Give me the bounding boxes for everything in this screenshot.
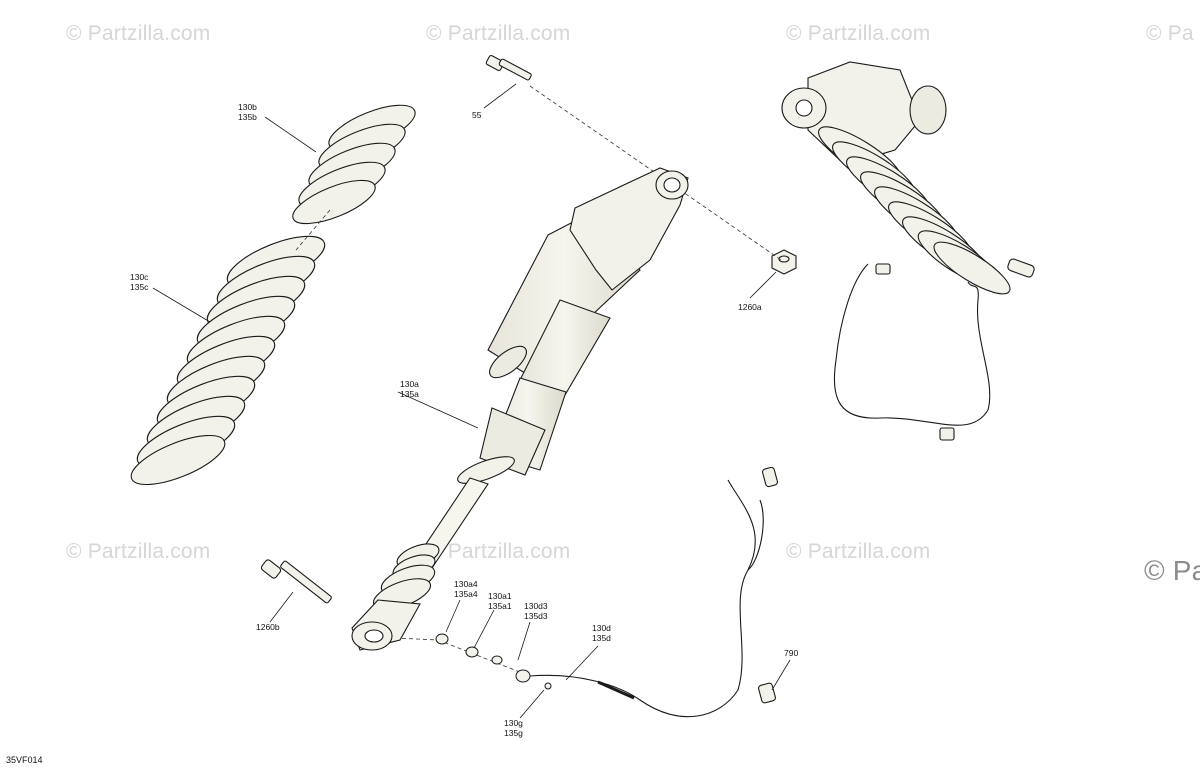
watermark-text: © Partzilla.com [66,540,211,563]
assembled-shock-view [781,61,1035,441]
upper-spring-part [292,104,416,225]
callout-130b[interactable]: 130b 135b [238,102,257,122]
watermark-text: © Partzilla.com [786,540,931,563]
part-number: 135a [400,389,419,399]
part-number: 130b [238,102,257,112]
part-number: 130a1 [488,591,512,601]
part-number: 130a [400,379,419,389]
callout-leader-lines [152,83,791,719]
part-number: 130a4 [454,579,478,589]
callout-130a1[interactable]: 130a1 135a1 [488,591,512,611]
callout-130d[interactable]: 130d 135d [592,623,611,643]
bolt-55-part [485,54,532,81]
watermark-text: © Partzilla.com [66,22,211,45]
callout-1260b[interactable]: 1260b [256,622,280,632]
callout-790[interactable]: 790 [784,648,798,658]
watermark-text: © Pa [1146,22,1194,45]
callout-55[interactable]: 55 [472,110,481,120]
part-number: 130c [130,272,149,282]
callout-1260a[interactable]: 1260a [738,302,762,312]
bolt-1260b-part [260,559,332,604]
callout-130d3[interactable]: 130d3 135d3 [524,601,548,621]
part-number: 130g [504,718,523,728]
callout-130a[interactable]: 130a 135a [400,379,419,399]
lower-spring-part [130,235,326,486]
sensor-cable-part [529,466,779,718]
shock-absorber-part [351,167,689,651]
callout-130g[interactable]: 130g 135g [504,718,523,738]
part-number: 55 [472,110,482,120]
part-number: 135g [504,728,523,738]
watermark-text: © Partzilla.com [426,540,571,563]
part-number: 1260b [256,622,280,632]
part-number: 135a1 [488,601,512,611]
small-hardware-parts [435,633,552,690]
callout-130c[interactable]: 130c 135c [130,272,148,292]
part-number: 790 [784,648,799,658]
part-number: 135a4 [454,589,478,599]
part-number: 135d [592,633,611,643]
watermark-text: © Partzilla.com [786,22,931,45]
diagram-code: 35VF014 [6,755,43,765]
watermark-text: © Pa [1144,555,1200,586]
part-number: 135d3 [524,611,548,621]
watermark-text: © Partzilla.com [426,22,571,45]
part-number: 1260a [738,302,762,312]
part-number: 130d [592,623,611,633]
part-number: 135c [130,282,149,292]
callout-130a4[interactable]: 130a4 135a4 [454,579,478,599]
part-number: 135b [238,112,257,122]
part-number: 130d3 [524,601,548,611]
